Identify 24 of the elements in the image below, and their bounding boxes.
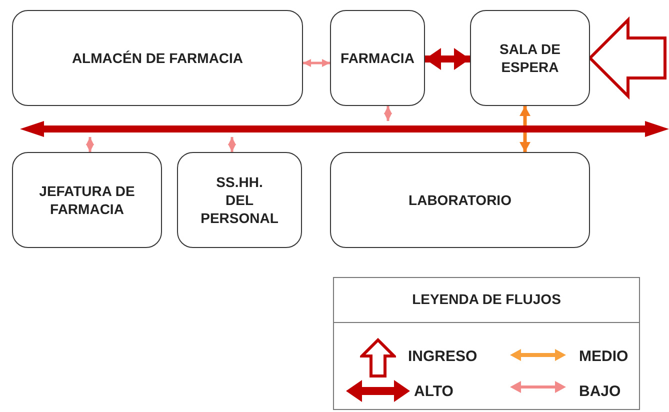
area-box — [12, 152, 162, 248]
legend-text: MEDIO — [579, 347, 628, 367]
flow-arrow — [520, 106, 530, 152]
flow-arrow — [228, 137, 236, 152]
flow-arrow — [303, 59, 330, 67]
area-box — [470, 10, 590, 106]
area-name: SALA DE ESPERA — [498, 40, 562, 76]
area-box — [330, 152, 590, 248]
legend-text: ALTO — [414, 382, 454, 402]
area-box — [177, 152, 302, 248]
entry-arrow — [588, 16, 666, 100]
area-name: ALMACÉN DE FARMACIA — [72, 49, 244, 67]
legend-text: BAJO — [579, 382, 621, 402]
area-name: SS.HH. DEL PERSONAL — [200, 173, 278, 227]
area-box — [330, 10, 425, 106]
flow-arrow — [86, 137, 94, 152]
area-box — [12, 10, 303, 106]
flow-arrow — [384, 106, 392, 121]
legend-title: LEYENDA DE FLUJOS — [411, 290, 562, 309]
area-name: LABORATORIO — [408, 191, 512, 209]
flow-arrow — [425, 48, 470, 70]
legend-text: INGRESO — [408, 347, 478, 367]
area-name: FARMACIA — [340, 49, 414, 67]
area-name: JEFATURA DE FARMACIA — [38, 182, 136, 218]
